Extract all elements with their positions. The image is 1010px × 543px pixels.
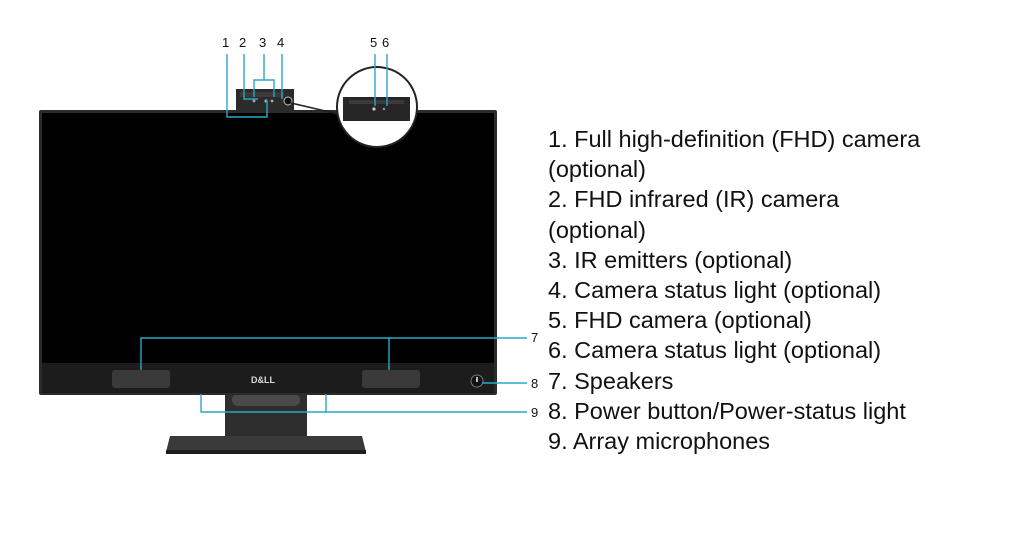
- power-button[interactable]: [470, 374, 484, 388]
- callout-3: 3: [259, 35, 266, 50]
- legend-item: 8. Power button/Power-status light: [548, 396, 920, 426]
- callout-7: 7: [531, 330, 538, 345]
- legend-item-line: 8. Power button/Power-status light: [548, 397, 906, 424]
- legend-item: 5. FHD camera (optional): [548, 305, 920, 335]
- callout-8: 8: [531, 376, 538, 391]
- camera-module: [236, 89, 294, 111]
- brand-logo: D&LL: [251, 375, 275, 385]
- legend-item-line: (optional): [548, 156, 646, 183]
- legend-item: 6. Camera status light (optional): [548, 335, 920, 365]
- legend-item-line: (optional): [548, 216, 646, 243]
- legend-item-line: 5. FHD camera (optional): [548, 307, 812, 334]
- callout-1: 1: [222, 35, 229, 50]
- legend-item: 2. FHD infrared (IR) camera (optional): [548, 184, 920, 244]
- monitor: [39, 110, 497, 395]
- legend-item: 1. Full high-definition (FHD) camera (opt…: [548, 124, 920, 184]
- legend-item: 3. IR emitters (optional): [548, 245, 920, 275]
- legend-item-line: 4. Camera status light (optional): [548, 277, 882, 304]
- legend-item-line: 9. Array microphones: [548, 428, 771, 455]
- stand: [166, 394, 366, 454]
- legend-item: 7. Speakers: [548, 366, 920, 396]
- callout-4: 4: [277, 35, 284, 50]
- legend-item: 4. Camera status light (optional): [548, 275, 920, 305]
- legend-item: 9. Array microphones: [548, 426, 920, 456]
- callout-2: 2: [239, 35, 246, 50]
- callout-6: 6: [382, 35, 389, 50]
- speaker-grille-left: [112, 370, 170, 388]
- legend-item-line: 6. Camera status light (optional): [548, 337, 882, 364]
- leader-lines: [140, 54, 527, 413]
- camera-zoom-inset: [290, 66, 418, 148]
- legend-item-line: 3. IR emitters (optional): [548, 246, 793, 273]
- legend: 1. Full high-definition (FHD) camera (opt…: [548, 124, 920, 456]
- callout-5: 5: [370, 35, 377, 50]
- legend-item-line: 2. FHD infrared (IR) camera: [548, 186, 840, 213]
- legend-item-line: 1. Full high-definition (FHD) camera: [548, 126, 921, 152]
- speaker-grille-right: [362, 370, 420, 388]
- callout-9: 9: [531, 405, 538, 420]
- legend-item-line: 7. Speakers: [548, 367, 674, 394]
